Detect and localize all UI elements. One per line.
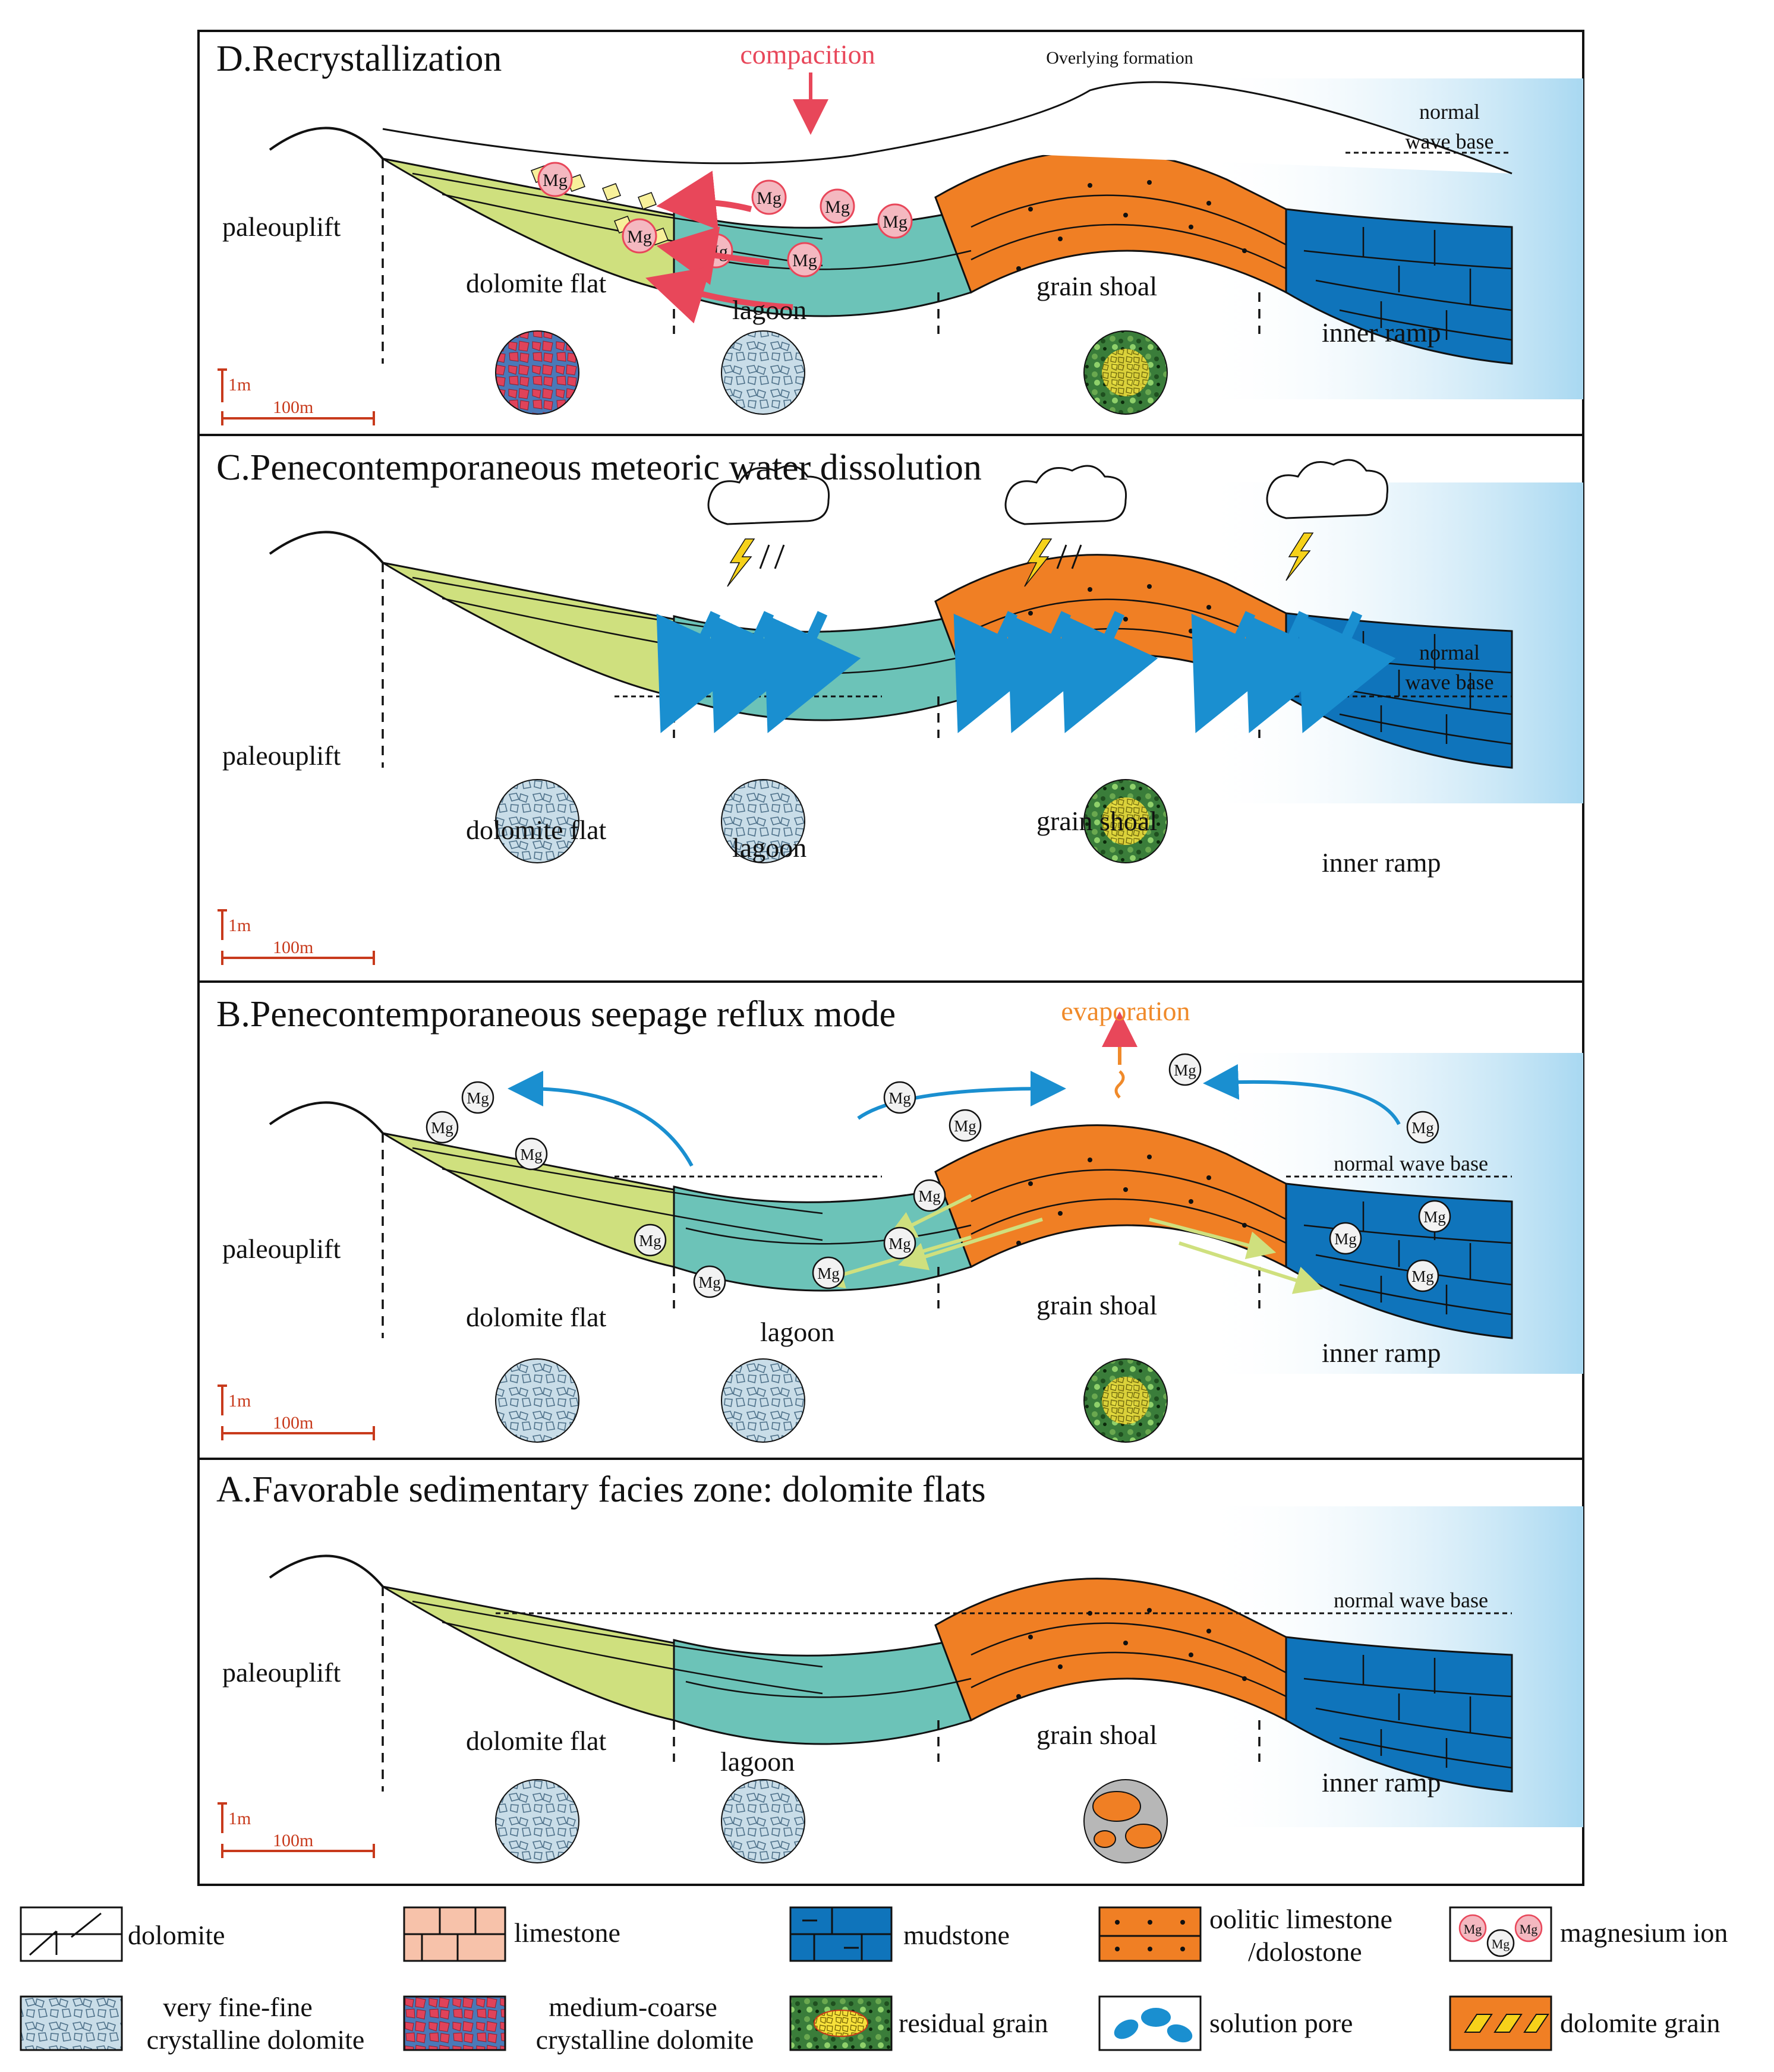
- svg-text:100m: 100m: [273, 1413, 313, 1433]
- svg-text:Mg: Mg: [520, 1146, 543, 1163]
- panel-a: A.Favorable sedimentary facies zone: dol…: [216, 1469, 1583, 1863]
- svg-text:normal: normal: [1419, 641, 1480, 664]
- legend-residual: residual grain: [899, 2008, 1048, 2038]
- svg-text:wave base: wave base: [1406, 130, 1494, 153]
- grain-shoal-label: grain shoal: [1036, 271, 1157, 301]
- svg-text:lagoon: lagoon: [760, 1317, 834, 1347]
- svg-text:inner ramp: inner ramp: [1322, 1767, 1441, 1797]
- svg-text:paleouplift: paleouplift: [222, 1234, 341, 1264]
- svg-text:Mg: Mg: [639, 1232, 661, 1250]
- svg-text:Mg: Mg: [883, 212, 908, 232]
- legend-oolitic: oolitic limestone: [1209, 1904, 1392, 1934]
- svg-text:Mg: Mg: [1492, 1937, 1510, 1951]
- svg-text:inner ramp: inner ramp: [1322, 1338, 1441, 1368]
- svg-text:normal wave base: normal wave base: [1334, 1152, 1488, 1175]
- svg-text:crystalline dolomite: crystalline dolomite: [147, 2024, 365, 2055]
- svg-text:Mg: Mg: [467, 1089, 489, 1107]
- panel-d: Mg Mg Mg Mg Mg Mg Mg D.Recrystallization…: [216, 39, 1583, 425]
- svg-text:Mg: Mg: [888, 1089, 911, 1107]
- lagoon-label: lagoon: [732, 295, 806, 325]
- legend-dolomite-grain: dolomite grain: [1560, 2008, 1721, 2038]
- svg-text:normal wave base: normal wave base: [1334, 1588, 1488, 1612]
- svg-text:1m: 1m: [228, 375, 251, 395]
- svg-text:1m: 1m: [228, 1391, 251, 1411]
- svg-text:Mg: Mg: [888, 1235, 911, 1253]
- legend: dolomite limestone mudstone oolitic lime…: [20, 1904, 1728, 2055]
- svg-text:Mg: Mg: [627, 227, 652, 247]
- legend-mudstone: mudstone: [903, 1920, 1010, 1950]
- legend-fine: very fine-fine: [163, 1992, 313, 2022]
- svg-text:Mg: Mg: [1174, 1061, 1196, 1079]
- svg-text:dolomite flat: dolomite flat: [466, 1302, 607, 1332]
- dolomite-flat-label: dolomite flat: [466, 268, 607, 298]
- overlying-label: Overlying formation: [1046, 48, 1193, 68]
- legend-limestone: limestone: [514, 1918, 620, 1948]
- svg-text:crystalline dolomite: crystalline dolomite: [536, 2024, 754, 2055]
- svg-text:normal: normal: [1419, 100, 1480, 124]
- svg-text:Mg: Mg: [543, 171, 568, 190]
- svg-text:dolomite flat: dolomite flat: [466, 1726, 607, 1756]
- svg-text:Mg: Mg: [1423, 1208, 1446, 1226]
- paleouplift-label: paleouplift: [222, 212, 341, 242]
- svg-text:Mg: Mg: [1334, 1230, 1357, 1248]
- svg-text:grain shoal: grain shoal: [1036, 1290, 1157, 1320]
- lightning-icon: [727, 532, 1314, 587]
- svg-text:1m: 1m: [228, 1809, 251, 1828]
- svg-text:Mg: Mg: [1464, 1922, 1482, 1937]
- svg-text:/dolostone: /dolostone: [1248, 1937, 1362, 1967]
- svg-text:paleouplift: paleouplift: [222, 740, 341, 771]
- diagram-frame: [197, 30, 1584, 1886]
- panel-a-title: A.Favorable sedimentary facies zone: dol…: [216, 1469, 986, 1510]
- panel-d-title: D.Recrystallization: [216, 39, 502, 79]
- meteoric-water-arrows: [656, 611, 1396, 733]
- panel-c: C.Penecontemporaneous meteoric water dis…: [216, 447, 1583, 965]
- svg-text:Mg: Mg: [792, 251, 817, 270]
- svg-text:wave base: wave base: [1406, 670, 1494, 694]
- legend-coarse: medium-coarse: [549, 1992, 717, 2022]
- svg-text:100m: 100m: [273, 1831, 313, 1850]
- reflux-arrows: [508, 1064, 1401, 1167]
- svg-text:paleouplift: paleouplift: [222, 1657, 341, 1688]
- svg-text:Mg: Mg: [1520, 1922, 1538, 1937]
- svg-text:100m: 100m: [273, 398, 313, 417]
- cloud-icon: [707, 459, 1389, 525]
- svg-text:lagoon: lagoon: [732, 832, 806, 863]
- svg-text:Mg: Mg: [954, 1117, 976, 1135]
- inner-ramp-label: inner ramp: [1322, 317, 1441, 348]
- svg-text:inner ramp: inner ramp: [1322, 847, 1441, 878]
- svg-text:Mg: Mg: [1411, 1267, 1434, 1285]
- legend-dolomite: dolomite: [128, 1920, 225, 1950]
- svg-text:Mg: Mg: [431, 1119, 453, 1137]
- svg-text:Mg: Mg: [817, 1264, 840, 1282]
- svg-text:Mg: Mg: [1411, 1119, 1434, 1137]
- svg-text:Mg: Mg: [918, 1187, 941, 1205]
- evaporation-label: evaporation: [1061, 996, 1190, 1026]
- svg-text:Mg: Mg: [825, 197, 850, 217]
- panel-c-title: C.Penecontemporaneous meteoric water dis…: [216, 447, 982, 488]
- svg-text:grain shoal: grain shoal: [1036, 1720, 1157, 1750]
- legend-magnesium: magnesium ion: [1560, 1918, 1728, 1948]
- legend-pore: solution pore: [1209, 2008, 1353, 2038]
- panel-b-title: B.Penecontemporaneous seepage reflux mod…: [216, 994, 896, 1035]
- svg-text:dolomite flat: dolomite flat: [466, 815, 607, 845]
- svg-text:Mg: Mg: [698, 1273, 721, 1291]
- svg-text:grain shoal: grain shoal: [1036, 806, 1157, 836]
- svg-text:Mg: Mg: [757, 188, 782, 208]
- compaction-label: compacition: [740, 39, 875, 70]
- svg-text:lagoon: lagoon: [720, 1746, 795, 1777]
- scale-bar: [218, 368, 375, 425]
- svg-text:1m: 1m: [228, 916, 251, 935]
- svg-text:100m: 100m: [273, 938, 313, 957]
